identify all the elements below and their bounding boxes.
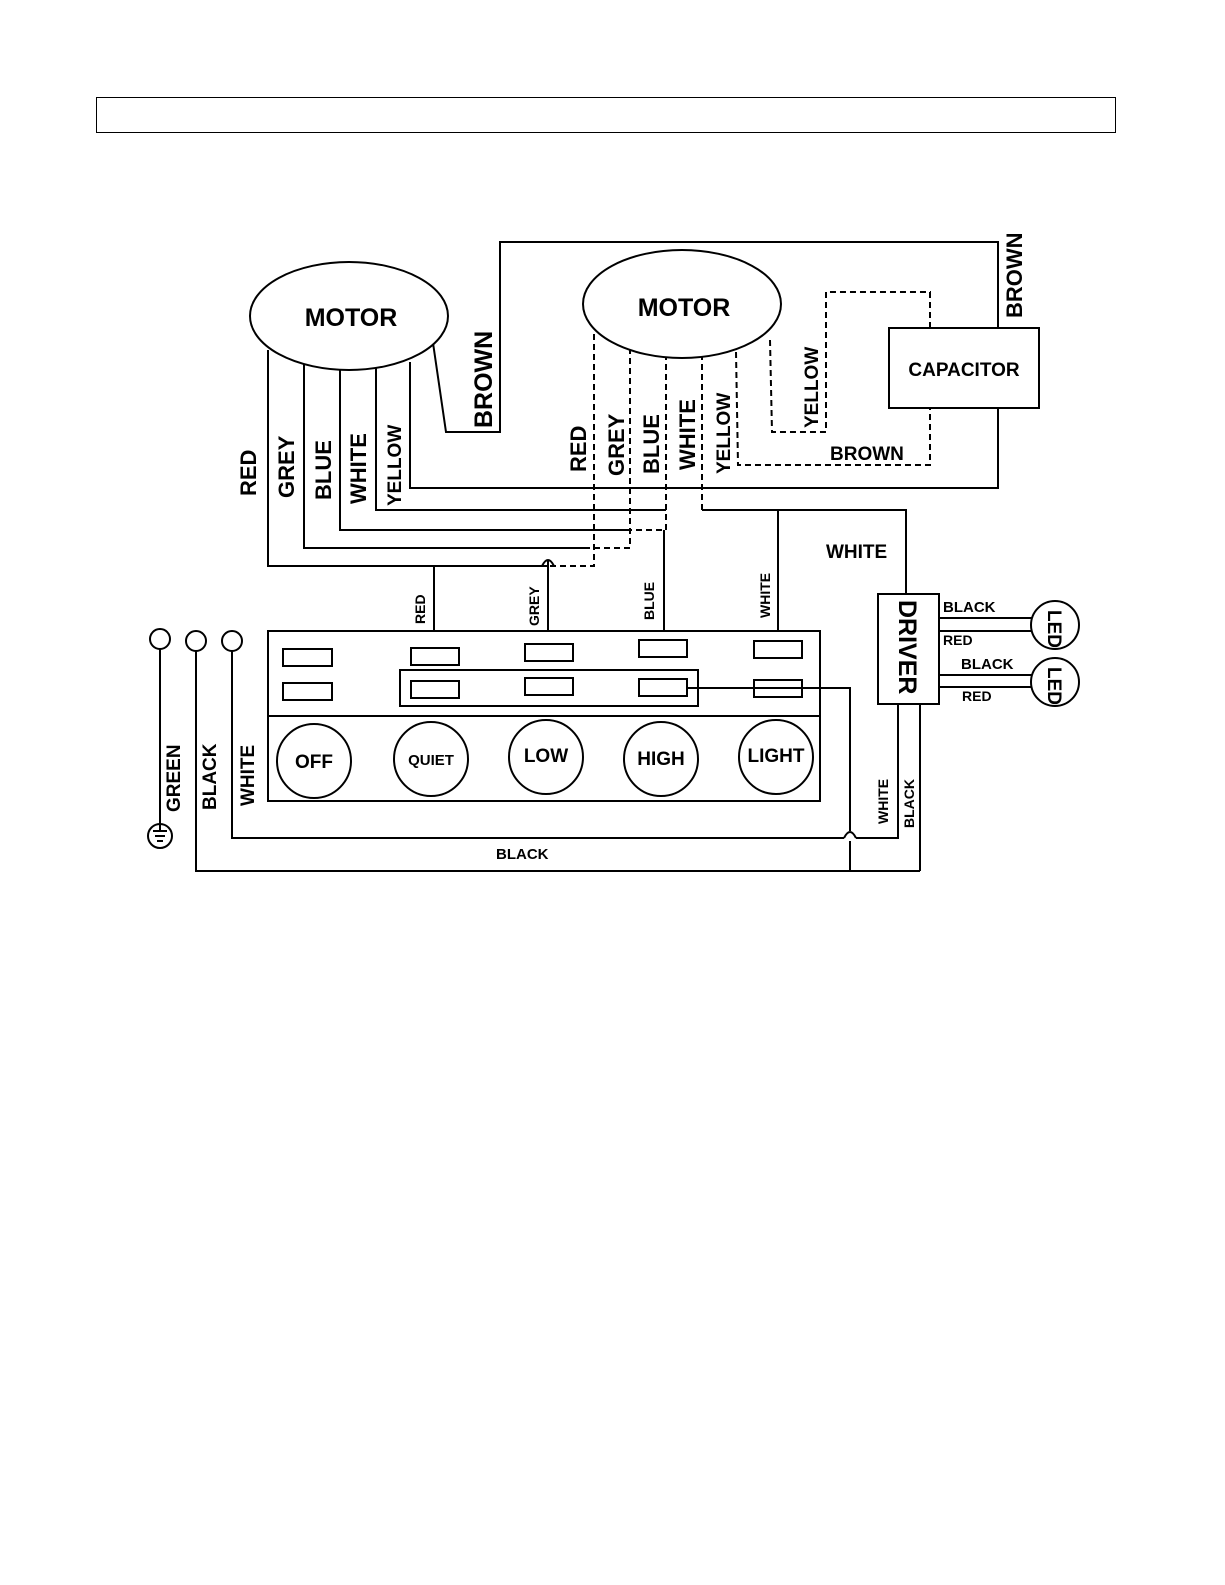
label-supply-black: BLACK: [200, 743, 221, 810]
low-button[interactable]: LOW: [509, 720, 583, 794]
terminal-slot: [283, 683, 332, 700]
label-right-blue: BLUE: [639, 414, 664, 474]
off-button-label: OFF: [295, 752, 333, 773]
label-left-blue: BLUE: [311, 440, 336, 500]
label-right-grey: GREY: [604, 413, 629, 476]
label-led2-black: BLACK: [961, 656, 1014, 673]
led-2-label: LED: [1043, 667, 1064, 705]
label-switch-grey: GREY: [526, 586, 542, 626]
high-button-label: HIGH: [637, 749, 685, 770]
label-brown-right-top: BROWN: [1002, 232, 1027, 318]
label-led1-red: RED: [943, 632, 973, 648]
label-bottom-black: BLACK: [496, 846, 549, 863]
terminal-circle-icon: [186, 631, 206, 651]
off-button[interactable]: OFF: [277, 724, 351, 798]
label-left-yellow: YELLOW: [385, 425, 406, 506]
label-brown-left: BROWN: [470, 331, 498, 428]
label-switch-white: WHITE: [757, 573, 773, 618]
label-right-yellow: YELLOW: [714, 393, 735, 474]
terminal-grey: [525, 644, 573, 661]
terminal-slot: [283, 649, 332, 666]
label-left-white: WHITE: [346, 433, 371, 504]
led-1-label: LED: [1043, 610, 1064, 648]
label-left-red: RED: [236, 450, 261, 496]
terminal-slot: [525, 678, 573, 695]
label-driver-bottom-white: WHITE: [875, 779, 891, 824]
light-button-label: LIGHT: [748, 746, 805, 767]
label-right-white: WHITE: [675, 399, 700, 470]
high-button[interactable]: HIGH: [624, 722, 698, 796]
label-driver-white: WHITE: [826, 542, 887, 563]
motor-left-label: MOTOR: [305, 304, 398, 332]
wire-crossover-hump: [844, 832, 856, 838]
terminal-red: [411, 648, 459, 665]
label-right-red: RED: [566, 426, 591, 472]
quiet-button[interactable]: QUIET: [394, 722, 468, 796]
label-switch-red: RED: [412, 594, 428, 624]
terminal-circle-icon: [150, 629, 170, 649]
label-capacitor-brown: BROWN: [830, 444, 904, 465]
terminal-blue: [639, 640, 687, 657]
label-capacitor-yellow: YELLOW: [802, 347, 823, 428]
quiet-button-label: QUIET: [408, 752, 454, 769]
label-left-grey: GREY: [274, 435, 299, 498]
label-led1-black: BLACK: [943, 599, 996, 616]
terminal-white: [754, 641, 802, 658]
low-button-label: LOW: [524, 746, 568, 767]
capacitor-label: CAPACITOR: [908, 360, 1019, 381]
terminal-circle-icon: [222, 631, 242, 651]
terminal-slot: [639, 679, 687, 696]
label-led2-red: RED: [962, 688, 992, 704]
terminal-slot: [411, 681, 459, 698]
ground-symbol-icon: [148, 824, 172, 848]
label-switch-blue: BLUE: [641, 582, 657, 620]
label-supply-green: GREEN: [164, 744, 185, 812]
label-driver-bottom-black: BLACK: [901, 779, 917, 828]
motor-right-label: MOTOR: [638, 294, 731, 322]
wire-left-red: [268, 350, 548, 566]
light-button[interactable]: LIGHT: [739, 720, 813, 794]
label-supply-white: WHITE: [238, 745, 259, 806]
driver-label: DRIVER: [893, 600, 921, 694]
